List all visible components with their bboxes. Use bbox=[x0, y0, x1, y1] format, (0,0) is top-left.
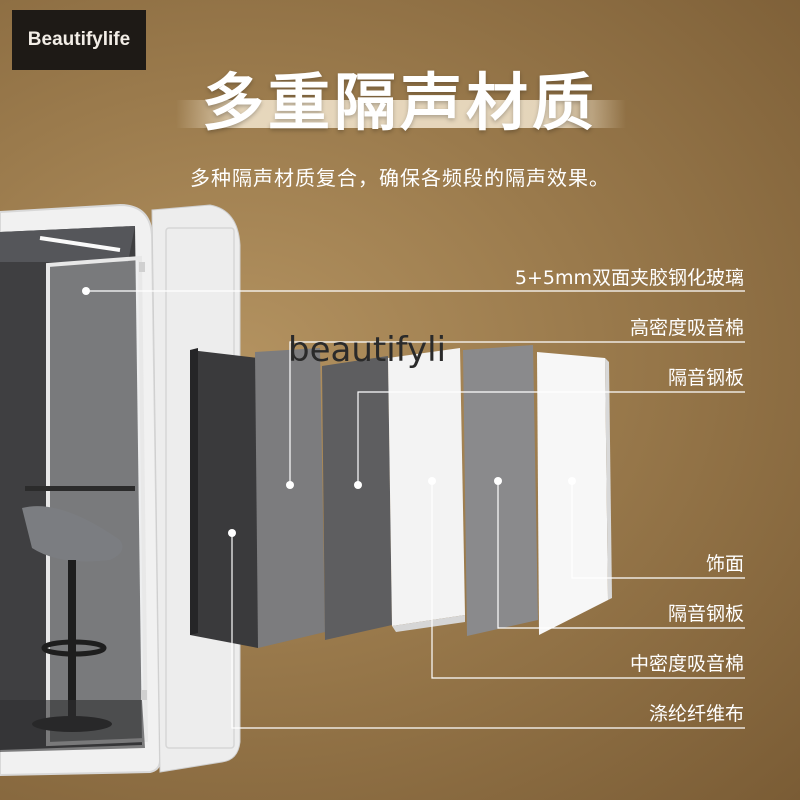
callout-label-steel-plate-bottom: 隔音钢板 bbox=[667, 603, 744, 625]
page-title: 多重隔声材质 bbox=[201, 66, 598, 139]
callout-label-glass: 5+5mm双面夹胶钢化玻璃 bbox=[514, 267, 744, 289]
panel-medium-density-foam bbox=[255, 348, 325, 648]
dot-finish bbox=[568, 477, 576, 485]
panel-steel-plate-2 bbox=[463, 345, 538, 636]
leader-steel-plate-top bbox=[357, 391, 745, 485]
callout-label-high-density-foam: 高密度吸音棉 bbox=[629, 317, 744, 339]
leader-steel-plate-bottom bbox=[497, 481, 745, 629]
callout-label-finish: 饰面 bbox=[705, 553, 744, 575]
leader-polyester-fabric bbox=[231, 533, 745, 729]
watermark-text: beautifyli bbox=[288, 330, 447, 370]
brand-logo-text: Beautifylife bbox=[27, 29, 131, 50]
callout-label-medium-density-foam: 中密度吸音棉 bbox=[629, 653, 744, 675]
dot-steel-plate-top bbox=[354, 481, 362, 489]
leader-lines bbox=[86, 290, 745, 729]
panel-steel-plate-1 bbox=[322, 356, 392, 640]
callout-label-steel-plate-top: 隔音钢板 bbox=[667, 367, 744, 389]
brand-logo: Beautifylife bbox=[12, 10, 146, 70]
leader-finish bbox=[571, 481, 745, 579]
panel-finish-surface bbox=[537, 352, 612, 635]
callout-label-polyester-fabric: 涤纶纤维布 bbox=[648, 703, 744, 725]
leader-dots bbox=[82, 287, 576, 537]
page-subtitle: 多种隔声材质复合，确保各频段的隔声效果。 bbox=[190, 166, 610, 190]
dot-steel-plate-bottom bbox=[494, 477, 502, 485]
leader-medium-density-foam bbox=[431, 481, 745, 679]
title-highlight-band bbox=[176, 100, 626, 128]
leader-high-density-foam bbox=[289, 341, 745, 485]
panel-high-density-foam bbox=[388, 348, 465, 632]
dot-medium-density-foam bbox=[428, 477, 436, 485]
booth bbox=[0, 203, 241, 777]
dot-glass bbox=[82, 287, 90, 295]
panel-polyester-fabric bbox=[190, 348, 258, 648]
dot-polyester-fabric bbox=[228, 529, 236, 537]
dot-high-density-foam bbox=[286, 481, 294, 489]
